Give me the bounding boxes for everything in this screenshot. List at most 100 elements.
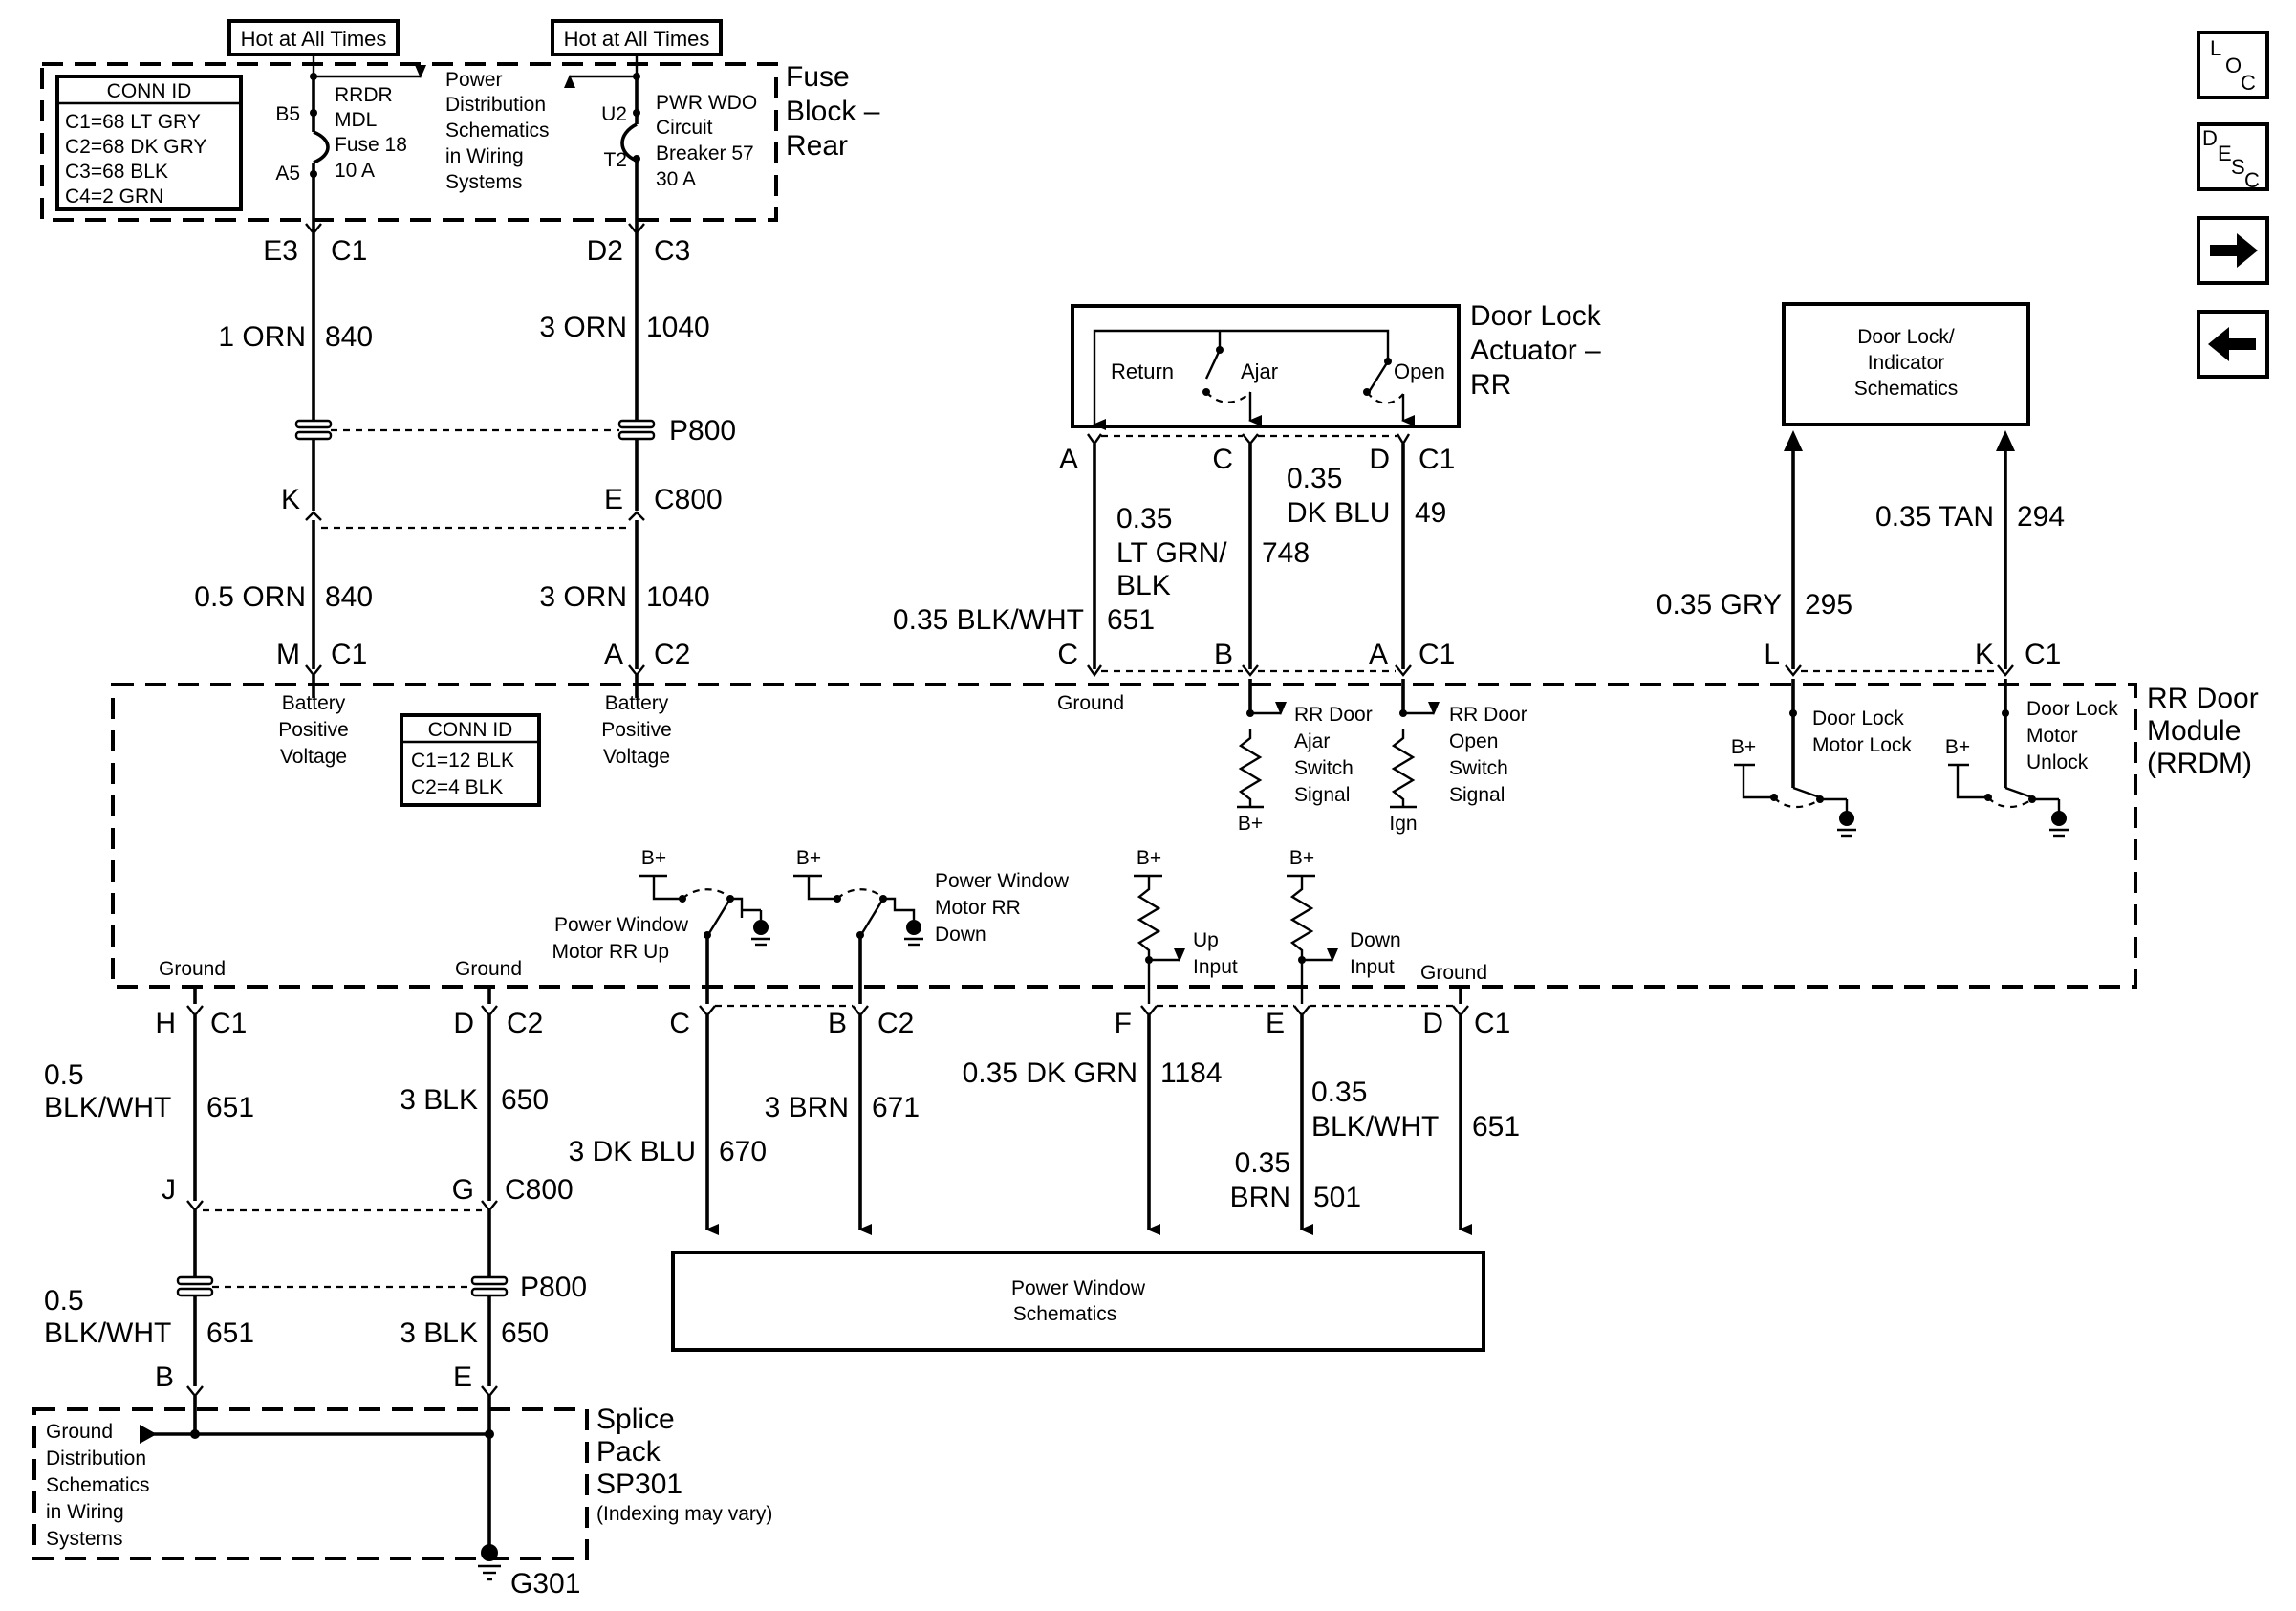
wire-650b-color: 3 BLK (400, 1317, 478, 1349)
pin-k: K (281, 484, 300, 515)
ground-label-3: Ground (1420, 962, 1487, 984)
loc-button[interactable]: L O C (2197, 31, 2269, 99)
conn-d2-c1: C1 (1474, 1008, 1510, 1039)
pw-box-2: Schematics (1013, 1303, 1117, 1325)
conn-id-c2: C2=68 DK GRY (65, 136, 206, 158)
rrdm-conn-id-c2: C2=4 BLK (411, 776, 503, 798)
rrdm-c1-right: C1 (2025, 639, 2061, 670)
wire-651c-size: 0.35 (1311, 1077, 1367, 1108)
batt2-3: Voltage (603, 746, 670, 768)
wire-650a-color: 3 BLK (400, 1084, 478, 1116)
fuse-block-rear: Hot at All Times Hot at All Times Fuse B… (40, 19, 880, 231)
unlock-label-2: Motor (2026, 725, 2078, 747)
pin-h: H (155, 1008, 176, 1039)
fuse-block-title-1: Fuse (786, 61, 850, 93)
conn-id-c4: C4=2 GRN (65, 185, 163, 207)
indicator-box (1782, 302, 2030, 426)
conn-id-c3: C3=68 BLK (65, 161, 168, 183)
pw-box-1: Power Window (1011, 1277, 1146, 1299)
pin-b-lower: B (828, 1008, 847, 1039)
conn-id-c1: C1=68 LT GRY (65, 111, 201, 133)
indicator-box-2: Indicator (1868, 352, 1945, 374)
wire-501-num: 501 (1313, 1182, 1361, 1213)
pin-m: M (276, 639, 300, 670)
wire-651-color: 0.35 BLK/WHT (893, 604, 1084, 636)
conn-id-box (55, 75, 243, 211)
pwdown-label-2: Motor RR (935, 897, 1021, 919)
pin-f: F (1115, 1008, 1132, 1039)
wire-670-color: 3 DK BLU (569, 1136, 696, 1167)
lower-wires: H C1 D C2 C B C2 F E D C1 3 DK BLU 670 3… (44, 987, 1520, 1398)
pin-e-lower: E (1266, 1008, 1285, 1039)
conn-d-c2: C2 (507, 1008, 543, 1039)
rrdm-pin-a: A (1369, 639, 1388, 670)
rrdm-pin-c: C (1057, 639, 1078, 670)
indicator-box-1: Door Lock/ (1857, 326, 1955, 348)
door-lock-actuator: Door Lock Actuator – RR Return Ajar Open… (893, 300, 1602, 678)
wire-651c-color: BLK/WHT (1311, 1111, 1439, 1143)
wire-1040b-color: 3 ORN (539, 581, 627, 613)
fuse-label-2: MDL (335, 109, 377, 131)
actuator-pin-c: C (1212, 444, 1233, 475)
actuator-open: Open (1394, 359, 1445, 383)
power-dist-2: Distribution (445, 94, 546, 116)
pwdown-label-3: Down (935, 924, 986, 946)
fuse-a5: A5 (275, 163, 300, 185)
lock-label-1: Door Lock (1812, 708, 1904, 729)
pin-d2-lower: D (1422, 1008, 1443, 1039)
wire-670-num: 670 (719, 1136, 767, 1167)
pin-c-lower: C (669, 1008, 690, 1039)
ground-dist-3: Schematics (46, 1474, 150, 1496)
wire-1184-num: 1184 (1160, 1057, 1223, 1089)
open-sig-4: Signal (1449, 784, 1505, 806)
hot-label-2: Hot at All Times (564, 27, 710, 51)
back-button[interactable] (2197, 310, 2269, 379)
ground-label-2: Ground (455, 958, 522, 980)
pwdown-bplus: B+ (796, 847, 821, 869)
actuator-title-3: RR (1470, 369, 1511, 401)
wire-651c-num: 651 (1472, 1111, 1520, 1143)
wire-1040a-color: 3 ORN (539, 312, 627, 343)
desc-e: E (2218, 142, 2232, 165)
pin-d-lower: D (453, 1008, 474, 1039)
desc-c: C (2244, 168, 2260, 192)
cb-label-2: Circuit (656, 117, 713, 139)
conn-c800-lower: C800 (505, 1174, 574, 1206)
splice-indexing: (Indexing may vary) (596, 1503, 772, 1525)
fuse-label-3: Fuse 18 (335, 134, 407, 156)
open-sig-2: Open (1449, 730, 1498, 752)
wire-748-size: 0.35 (1116, 503, 1172, 534)
desc-button[interactable]: D E S C (2197, 122, 2269, 192)
p800-lower-left (176, 1275, 214, 1297)
actuator-return: Return (1111, 359, 1174, 383)
wire-49-color: DK BLU (1287, 497, 1390, 529)
power-dist-5: Systems (445, 171, 523, 193)
downinput-bplus: B+ (1289, 847, 1314, 869)
wire-748-num: 748 (1262, 537, 1310, 569)
pwup-bplus: B+ (641, 847, 666, 869)
rrdm-title-3: (RRDM) (2147, 748, 2252, 779)
wire-501-color: BRN (1230, 1182, 1290, 1213)
wire-748-color-2: BLK (1116, 570, 1171, 601)
wire-294-color: 0.35 TAN (1875, 501, 1994, 533)
indicator-box-3: Schematics (1854, 378, 1959, 400)
loc-o: O (2225, 54, 2242, 77)
ground-label-1: Ground (159, 958, 226, 980)
cb-label-4: 30 A (656, 168, 696, 190)
fuse-b5: B5 (275, 103, 300, 125)
cb-t2: T2 (603, 149, 627, 171)
wire-840b-color: 0.5 ORN (194, 581, 306, 613)
up-input-resistor (1137, 876, 1161, 1004)
open-sig-3: Switch (1449, 757, 1508, 779)
wire-650b-num: 650 (501, 1317, 549, 1349)
downinput-1: Down (1350, 929, 1401, 951)
rrdm-title-2: Module (2147, 715, 2241, 747)
power-dist-3: Schematics (445, 120, 550, 142)
rrdm-outline (111, 683, 2137, 989)
forward-button[interactable] (2197, 216, 2269, 285)
wire-501-size: 0.35 (1235, 1147, 1290, 1179)
wire-651b-color: BLK/WHT (44, 1317, 171, 1349)
cb-u2: U2 (601, 103, 627, 125)
pin-a-upper: A (604, 639, 623, 670)
arrow-right-icon (2210, 233, 2258, 268)
